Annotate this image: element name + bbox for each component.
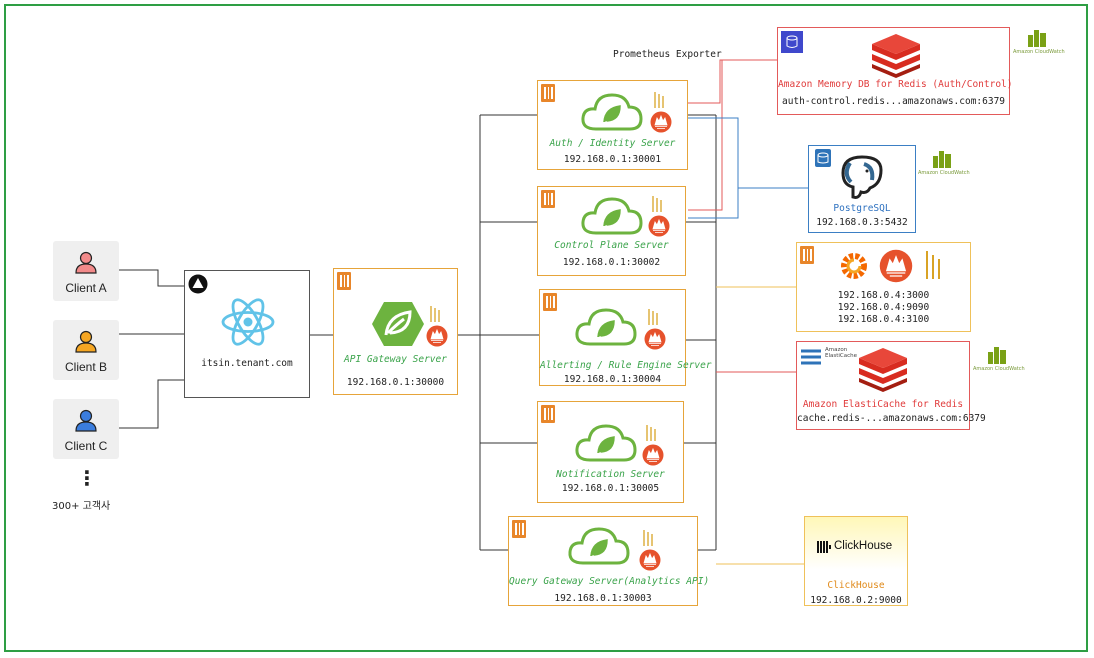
prometheus-exporter-label: Prometheus Exporter <box>613 49 722 60</box>
aws-ec2-icon <box>543 293 557 311</box>
spring-cloud-icon <box>575 308 637 346</box>
client-b-card: Client B <box>53 320 119 380</box>
prometheus-icon <box>642 444 664 466</box>
prometheus-icon <box>639 549 661 571</box>
diagram-frame <box>4 4 1088 652</box>
cloudwatch-memorydb: Amazon CloudWatch <box>1013 27 1065 61</box>
monitoring-ip-loki: 192.168.0.4:3100 <box>837 314 930 325</box>
user-icon <box>75 409 97 432</box>
client-a-label: Client A <box>65 281 107 295</box>
monitoring-ip-grafana: 192.168.0.4:3000 <box>837 290 930 301</box>
alerting-server-title: Allerting / Rule Engine Server <box>540 360 712 371</box>
elasticache-title: Amazon ElastiCache for Redis <box>802 399 964 410</box>
notification-server-ip: 192.168.0.1:30005 <box>561 483 660 494</box>
postgres-ip: 192.168.0.3:5432 <box>816 217 908 228</box>
grafana-icon <box>841 253 867 279</box>
frontend-box: itsin.tenant.com <box>184 270 310 398</box>
aws-ec2-icon <box>512 520 526 538</box>
cloudwatch-icon <box>933 151 951 168</box>
aws-ec2-icon <box>541 405 555 423</box>
postgres-box: PostgreSQL 192.168.0.3:5432 <box>808 145 916 233</box>
memorydb-host: auth-control.redis...amazonaws.com:6379 <box>781 96 1006 107</box>
spring-cloud-icon <box>581 197 643 235</box>
aws-elasticache-icon <box>801 349 821 365</box>
memorydb-title: Amazon Memory DB for Redis (Auth/Control… <box>778 79 1013 90</box>
clickhouse-icon <box>817 541 831 553</box>
logging-icon <box>646 425 656 441</box>
cloudwatch-postgres: Amazon CloudWatch <box>918 148 970 182</box>
gateway-title: API Gateway Server <box>344 354 447 365</box>
cloudwatch-icon <box>988 347 1006 364</box>
client-c-card: Client C <box>53 399 119 459</box>
cloudwatch-icon <box>1028 30 1046 47</box>
redis-icon <box>872 34 920 78</box>
clickhouse-logo-text: ClickHouse <box>834 540 893 552</box>
control-plane-server-ip: 192.168.0.1:30002 <box>562 257 661 268</box>
elasticache-host: cache.redis-...amazonaws.com:6379 <box>797 413 986 424</box>
postgres-title: PostgreSQL <box>833 203 891 214</box>
alerting-server-ip: 192.168.0.1:30004 <box>563 374 662 385</box>
postgresql-icon <box>841 155 883 199</box>
logging-icon <box>654 92 664 108</box>
prometheus-icon <box>648 215 670 237</box>
auth-server-ip: 192.168.0.1:30001 <box>563 154 662 165</box>
spring-cloud-icon <box>568 527 630 565</box>
spring-cloud-icon <box>581 93 643 131</box>
clickhouse-title: ClickHouse <box>827 580 885 591</box>
elasticache-box: Amazon ElastiCache Amazon ElastiCache fo… <box>796 341 986 430</box>
cloudwatch-label: Amazon CloudWatch <box>918 170 970 176</box>
prometheus-icon <box>650 111 672 133</box>
cloudwatch-elasticache: Amazon CloudWatch <box>973 344 1025 378</box>
prometheus-icon <box>879 249 913 283</box>
more-clients-dots: ⋮ <box>77 466 97 490</box>
query-gateway-server-box: Query Gateway Server(Analytics API) 192.… <box>508 516 710 606</box>
client-b-label: Client B <box>64 360 108 374</box>
control-plane-server-title: Control Plane Server <box>554 240 669 251</box>
client-c-label: Client C <box>64 439 108 453</box>
gateway-box: API Gateway Server 192.168.0.1:30000 <box>333 268 458 395</box>
react-icon <box>221 298 275 346</box>
spring-icon <box>372 302 424 346</box>
elasticache-badge-label: Amazon ElastiCache <box>825 347 858 359</box>
user-icon <box>75 330 97 353</box>
memorydb-box: Amazon Memory DB for Redis (Auth/Control… <box>777 27 1013 115</box>
logging-icon <box>430 306 440 322</box>
frontend-label: itsin.tenant.com <box>201 358 293 369</box>
nextjs-icon <box>188 274 208 294</box>
logging-icon <box>643 530 653 546</box>
clients-note: 300+ 고객사 <box>52 501 111 512</box>
user-icon <box>75 251 97 274</box>
aws-ec2-icon <box>337 272 351 290</box>
clickhouse-ip: 192.168.0.2:9000 <box>810 595 902 606</box>
aws-memorydb-icon <box>781 31 803 53</box>
notification-server-title: Notification Server <box>556 469 665 480</box>
cloudwatch-label: Amazon CloudWatch <box>973 366 1025 372</box>
alerting-server-box: Allerting / Rule Engine Server 192.168.0… <box>539 289 712 386</box>
spring-cloud-icon <box>575 424 637 462</box>
notification-server-box: Notification Server 192.168.0.1:30005 <box>537 401 684 503</box>
aws-ec2-icon <box>800 246 814 264</box>
query-gateway-server-title: Query Gateway Server(Analytics API) <box>509 576 710 587</box>
logging-icon <box>652 196 662 212</box>
gateway-ip: 192.168.0.1:30000 <box>346 377 445 388</box>
control-plane-server-box: Control Plane Server 192.168.0.1:30002 <box>537 186 686 276</box>
prometheus-icon <box>644 328 666 350</box>
client-a-card: Client A <box>53 241 119 301</box>
aws-ec2-icon <box>541 84 555 102</box>
auth-server-title: Auth / Identity Server <box>549 138 676 149</box>
clickhouse-box: ClickHouse ClickHouse 192.168.0.2:9000 <box>804 516 908 606</box>
monitoring-box: 192.168.0.4:3000 192.168.0.4:9090 192.16… <box>796 242 971 332</box>
logging-icon <box>648 309 658 325</box>
redis-icon <box>859 348 907 392</box>
auth-server-box: Auth / Identity Server 192.168.0.1:30001 <box>537 80 688 170</box>
loki-icon <box>926 251 940 279</box>
aws-ec2-icon <box>541 190 555 208</box>
cloudwatch-label: Amazon CloudWatch <box>1013 49 1065 55</box>
monitoring-ip-prometheus: 192.168.0.4:9090 <box>837 302 930 313</box>
aws-rds-icon <box>815 149 831 167</box>
prometheus-icon <box>426 325 448 347</box>
query-gateway-server-ip: 192.168.0.1:30003 <box>554 593 652 604</box>
